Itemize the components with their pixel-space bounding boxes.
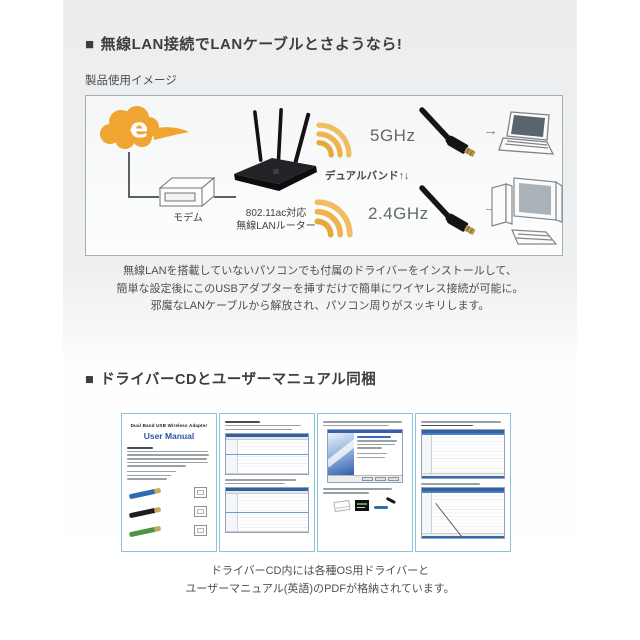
explorer-screenshot-2 bbox=[225, 487, 309, 534]
feature-description: 無線LANを搭載していないパソコンでも付属のドライバーをインストールして、 簡単… bbox=[63, 263, 577, 316]
modem-router-line bbox=[214, 196, 236, 198]
usb-adapter-lower-icon bbox=[419, 185, 476, 236]
manual-page-file-list bbox=[415, 413, 511, 552]
manual-page-cover: Dual Band USB Wireless Adapter User Manu… bbox=[121, 413, 217, 552]
square-bullet-icon: ■ bbox=[85, 36, 95, 53]
modem-label: モデム bbox=[173, 213, 203, 224]
cloud-modem-line-vertical bbox=[128, 152, 130, 197]
dual-band-label: デュアルバンド↑↓ bbox=[312, 168, 422, 183]
manual-page-install-guide bbox=[219, 413, 315, 552]
feature-description-line3: 邪魔なLANケーブルから解放され、パソコン周りがスッキリします。 bbox=[150, 300, 490, 312]
arrow-right-upper-icon: → bbox=[483, 122, 498, 139]
router-label-line2: 無線LANルーター bbox=[236, 220, 316, 232]
dual-band-text: デュアルバンド bbox=[324, 170, 399, 182]
wireless-router-icon bbox=[234, 108, 317, 191]
usb-adapter-photo bbox=[374, 496, 397, 512]
usage-image-caption: 製品使用イメージ bbox=[85, 75, 177, 87]
file-list-screenshot-2 bbox=[421, 487, 505, 540]
cd-contents-note-line1: ドライバーCD内には各種OS用ドライバーと bbox=[210, 565, 430, 577]
router-label-line1: 802.11ac対応 bbox=[245, 208, 307, 219]
up-down-arrows-icon: ↑↓ bbox=[398, 170, 410, 182]
band-24ghz-label: 2.4GHz bbox=[368, 204, 429, 223]
cd-contents-note: ドライバーCD内には各種OS用ドライバーと ユーザーマニュアル(英語)のPDFが… bbox=[63, 562, 577, 598]
usb-adapter-upper-icon bbox=[419, 107, 476, 158]
section1-heading: ■ 無線LAN接続でLANケーブルとさようなら! bbox=[85, 33, 402, 54]
feature-description-line1: 無線LANを搭載していないパソコンでも付属のドライバーをインストールして、 bbox=[123, 265, 517, 277]
modem-icon bbox=[158, 176, 216, 208]
content-area: ■ 無線LAN接続でLANケーブルとさようなら! 製品使用イメージ e bbox=[63, 0, 577, 640]
adapter-blue-figure bbox=[128, 487, 207, 499]
wizard-buttons bbox=[328, 475, 402, 483]
laptop-icon bbox=[498, 111, 555, 155]
cloud-modem-line-horizontal bbox=[128, 196, 159, 198]
adapter-green-figure bbox=[128, 525, 207, 537]
manual-booklet-photo bbox=[333, 499, 351, 512]
band-5ghz-label: 5GHz bbox=[370, 126, 416, 145]
feature-description-line2: 簡単な設定後にこのUSBアダプターを挿すだけで簡単にワイヤレス接続が可能に。 bbox=[116, 282, 524, 295]
section2-heading: ■ ドライバーCDとユーザーマニュアル同梱 bbox=[85, 368, 376, 389]
wifi-signal-24ghz-icon bbox=[314, 199, 353, 238]
manual-pages-strip: Dual Band USB Wireless Adapter User Manu… bbox=[121, 413, 511, 552]
wizard-banner bbox=[328, 433, 354, 476]
usage-diagram: e モデム bbox=[85, 95, 563, 256]
section2-heading-text: ドライバーCDとユーザーマニュアル同梱 bbox=[100, 372, 377, 388]
router-label: 802.11ac対応 無線LANルーター bbox=[218, 208, 334, 233]
package-photos bbox=[323, 496, 407, 512]
driver-cd-photo bbox=[355, 500, 369, 512]
manual-doc-title: User Manual bbox=[143, 431, 195, 441]
internet-cloud-icon: e bbox=[100, 106, 189, 149]
wifi-signal-5ghz-icon bbox=[316, 122, 352, 158]
file-list-screenshot-1 bbox=[421, 429, 505, 480]
desktop-pc-icon bbox=[491, 177, 563, 245]
section1-heading-text: 無線LAN接続でLANケーブルとさようなら! bbox=[100, 36, 403, 53]
manual-page-wizard bbox=[317, 413, 413, 552]
adapter-black-figure bbox=[128, 506, 207, 518]
svg-text:e: e bbox=[130, 113, 148, 144]
square-bullet-icon: ■ bbox=[85, 372, 95, 388]
cd-contents-note-line2: ユーザーマニュアル(英語)のPDFが格納されています。 bbox=[185, 583, 455, 595]
explorer-screenshot-1 bbox=[225, 433, 309, 476]
manual-product-title: Dual Band USB Wireless Adapter bbox=[130, 423, 208, 428]
installer-wizard-screenshot bbox=[327, 429, 403, 484]
